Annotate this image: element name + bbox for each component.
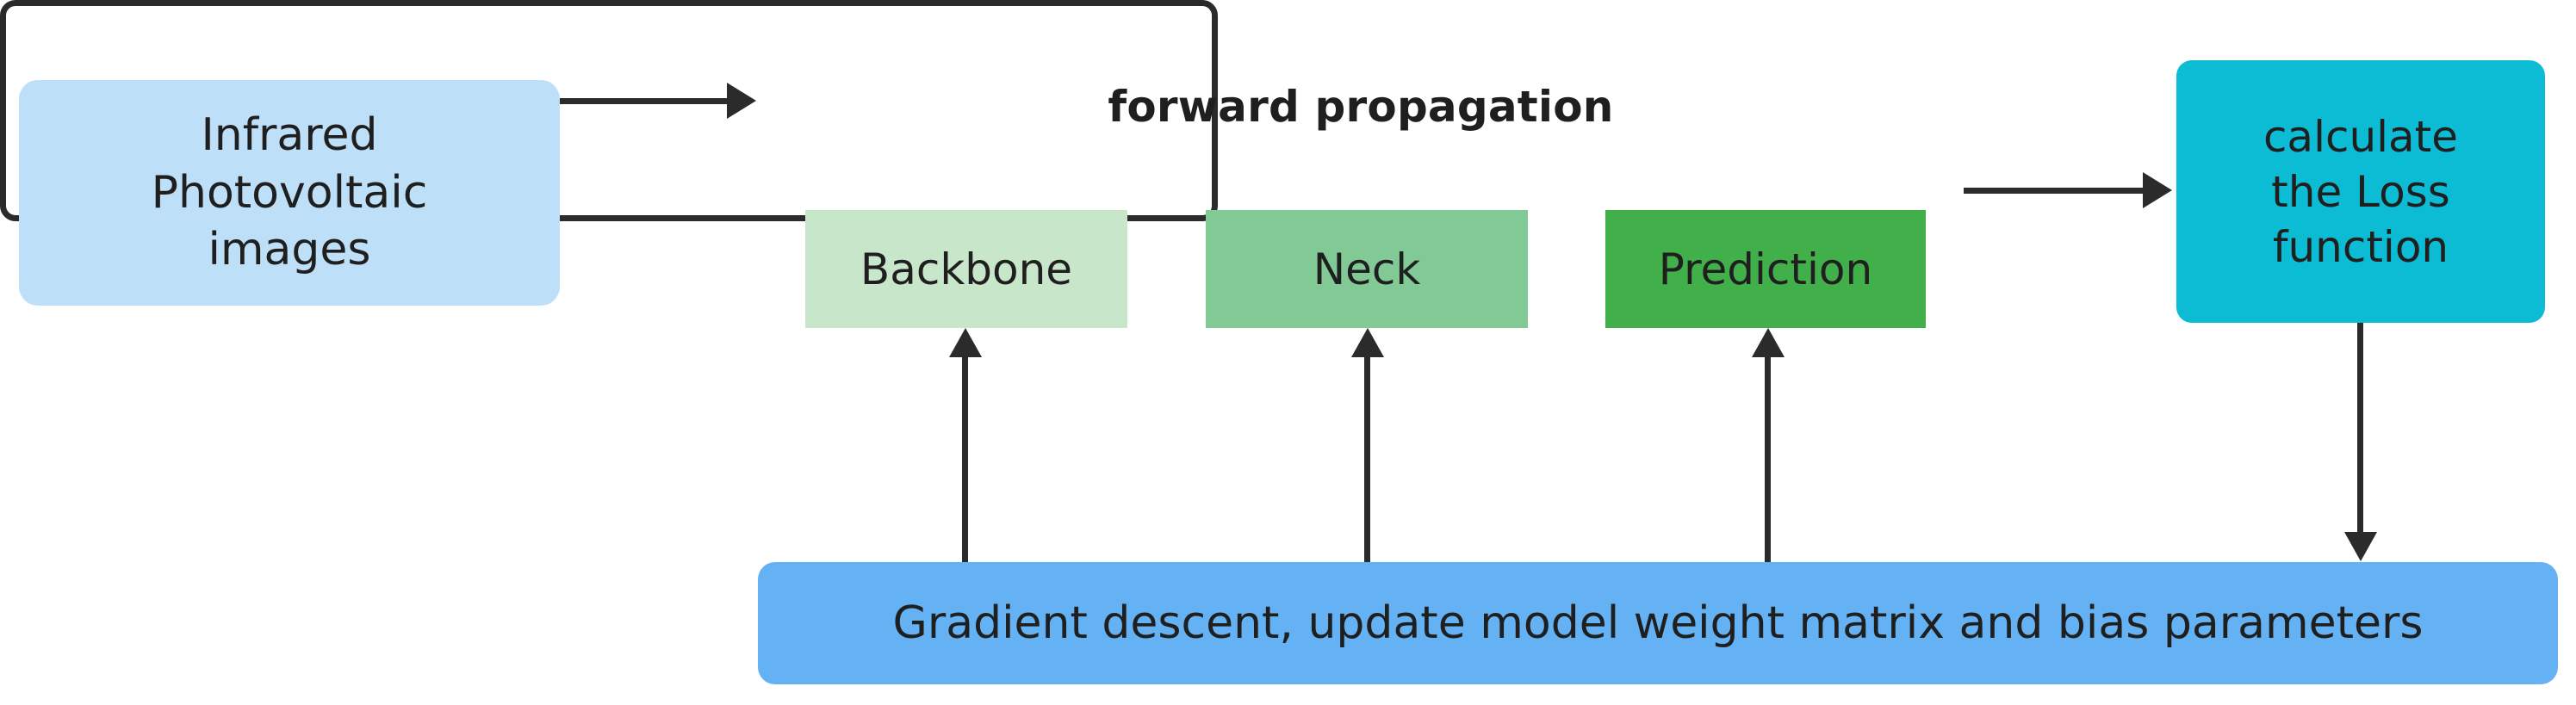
node-neck[interactable]: Neck	[1206, 210, 1528, 328]
arrow-up-icon-gradient-to-backbone	[949, 328, 982, 357]
node-backbone[interactable]: Backbone	[805, 210, 1127, 328]
node-calculate-the-loss-function[interactable]: calculate the Loss function	[2176, 60, 2545, 323]
connector-gradient-to-neck	[1364, 357, 1370, 562]
forward-propagation-title: forward propagation	[1108, 82, 1614, 132]
connector-input-to-forward-propagation	[560, 98, 729, 104]
arrow-right-icon-input-to-forward-propagation	[727, 83, 756, 119]
connector-gradient-to-prediction	[1765, 357, 1771, 562]
node-gradient-descent[interactable]: Gradient descent, update model weight ma…	[758, 562, 2558, 684]
node-prediction[interactable]: Prediction	[1605, 210, 1926, 328]
arrow-right-icon-forward-propagation-to-loss	[2143, 172, 2172, 208]
connector-loss-to-gradient	[2357, 323, 2363, 534]
arrow-down-icon-loss-to-gradient	[2344, 532, 2377, 561]
arrow-up-icon-gradient-to-neck	[1351, 328, 1384, 357]
arrow-up-icon-gradient-to-prediction	[1752, 328, 1785, 357]
connector-gradient-to-backbone	[962, 357, 968, 562]
node-infrared-photovoltaic-images[interactable]: Infrared Photovoltaic images	[19, 80, 560, 306]
connector-forward-propagation-to-loss	[1964, 188, 2145, 194]
